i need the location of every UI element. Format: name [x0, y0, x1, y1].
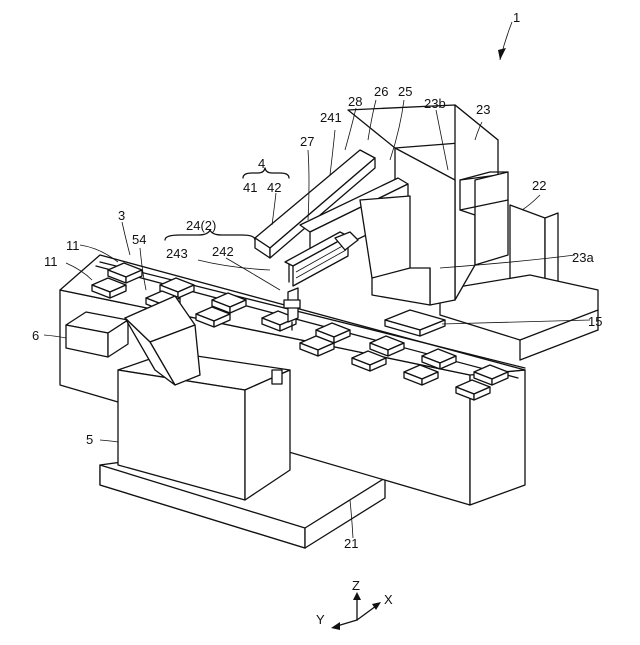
label-241: 241: [320, 110, 342, 125]
label-27: 27: [300, 134, 314, 149]
camera-6: [66, 312, 128, 357]
label-5: 5: [86, 432, 93, 447]
label-243: 243: [166, 246, 188, 261]
label-11-upper: 11: [66, 238, 80, 253]
label-26: 26: [374, 84, 388, 99]
axis-triad: [331, 592, 381, 630]
label-3: 3: [118, 208, 125, 223]
label-242: 242: [212, 244, 234, 259]
label-23: 23: [476, 102, 490, 117]
stage-15: [385, 310, 445, 336]
label-28: 28: [348, 94, 362, 109]
label-4: 4: [258, 156, 265, 171]
label-42: 42: [267, 180, 281, 195]
axis-label-z: Z: [352, 578, 360, 593]
label-6: 6: [32, 328, 39, 343]
axis-label-x: X: [384, 592, 393, 607]
label-41: 41: [243, 180, 257, 195]
label-24-2: 24(2): [186, 218, 216, 233]
axis-label-y: Y: [316, 612, 325, 627]
label-11-lower: 11: [44, 254, 58, 269]
label-54: 54: [132, 232, 146, 247]
label-23a: 23a: [572, 250, 594, 265]
label-apparatus-1: 1: [513, 10, 520, 25]
label-15: 15: [588, 314, 602, 329]
arrow-1: [498, 48, 506, 60]
label-25: 25: [398, 84, 412, 99]
label-21: 21: [344, 536, 358, 551]
label-23b: 23b: [424, 96, 446, 111]
label-22: 22: [532, 178, 546, 193]
